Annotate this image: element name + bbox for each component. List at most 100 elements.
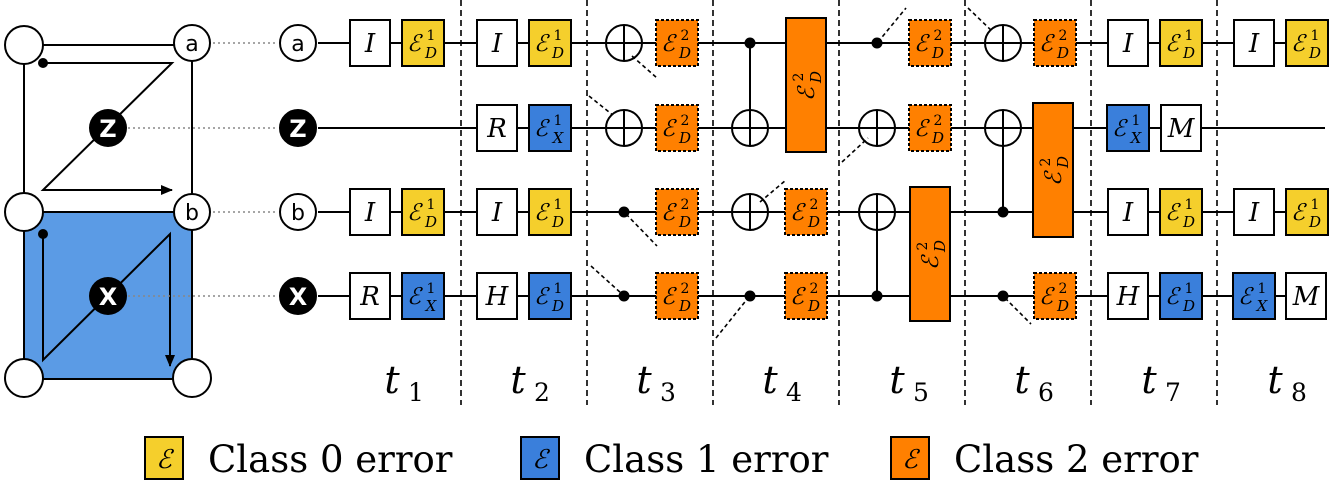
error-superscript: 1: [554, 28, 563, 44]
timestep-t: t: [636, 358, 652, 402]
error-subscript: D: [807, 297, 820, 315]
gate-m-box: [1285, 272, 1327, 320]
timestep-t: t: [762, 358, 778, 402]
error-superscript: 1: [1311, 28, 1320, 44]
error-symbol: ℰ: [914, 116, 930, 142]
error-subscript: D: [1056, 44, 1069, 62]
data-qubit: [172, 358, 212, 398]
error-class0-box: [528, 188, 572, 236]
wire-label-node-Z: [279, 109, 317, 147]
timestep-t: t: [889, 358, 905, 402]
gate-h-box: [476, 272, 518, 320]
timestep-t: t: [510, 358, 526, 402]
error-superscript: 1: [427, 197, 436, 213]
gate-i-box: [1107, 19, 1149, 67]
wire-label-b: b: [291, 201, 305, 226]
error-subscript: D: [1182, 44, 1195, 62]
error-class0-box: [401, 19, 445, 67]
error-class1-box: [1106, 104, 1150, 152]
error-superscript: 2: [681, 197, 690, 213]
error-symbol: ℰ: [1165, 200, 1181, 226]
error-symbol: ℰ: [407, 284, 423, 310]
error-symbol: ℰ: [794, 85, 820, 101]
error-class2-box: [908, 19, 952, 67]
gate-i-label: I: [1248, 29, 1260, 59]
error-subscript: D: [1308, 213, 1321, 231]
error-subscript: D: [807, 213, 820, 231]
error-subscript: D: [931, 44, 944, 62]
error-subscript: D: [678, 213, 691, 231]
timestep-subscript: 5: [913, 378, 929, 407]
error-class0-box: [1285, 19, 1329, 67]
error-class2-box: [1033, 19, 1077, 67]
error-subscript: D: [678, 129, 691, 147]
error-class2-box: [1033, 272, 1077, 320]
timestep-t: t: [1267, 358, 1283, 402]
error-class1-box: [1232, 272, 1276, 320]
error-class0-box: [401, 188, 445, 236]
error-superscript: 1: [554, 113, 563, 129]
error-superscript: 1: [554, 281, 563, 297]
error-class0-box: [528, 19, 572, 67]
error-subscript: D: [424, 44, 437, 62]
error-superscript: 2: [934, 28, 943, 44]
timestep-subscript: 1: [408, 378, 424, 407]
error-superscript: 2: [810, 281, 819, 297]
gate-i-label: I: [1248, 198, 1260, 228]
error-symbol: ℰ: [1165, 284, 1181, 310]
error-symbol: ℰ: [914, 31, 930, 57]
error-symbol: ℰ: [534, 284, 550, 310]
error-symbol: ℰ: [1291, 200, 1307, 226]
error-class2-two-qubit-box: [785, 17, 827, 153]
error-class0-box: [1285, 188, 1329, 236]
gate-i-box: [476, 188, 518, 236]
gate-i-label: I: [1122, 198, 1134, 228]
error-subscript: D: [1182, 213, 1195, 231]
error-superscript: 1: [1311, 197, 1320, 213]
gate-h-box: [1107, 272, 1149, 320]
error-superscript: 2: [1038, 158, 1054, 167]
error-subscript: D: [1308, 44, 1321, 62]
error-subscript: D: [551, 213, 564, 231]
error-subscript: X: [1256, 297, 1269, 315]
wire-label-X: X: [289, 283, 308, 311]
error-class0-box: [1159, 188, 1203, 236]
error-propagation-line: [715, 297, 749, 339]
error-propagation-line: [759, 179, 787, 203]
error-subscript: D: [807, 71, 825, 84]
timestep-subscript: 3: [660, 378, 676, 407]
data-qubit: [4, 358, 44, 398]
error-superscript: 2: [681, 281, 690, 297]
error-propagation-line: [841, 137, 869, 163]
error-superscript: 1: [427, 281, 436, 297]
gate-i-label: I: [364, 198, 376, 228]
ancilla-z-node: [89, 109, 127, 147]
timestep-subscript: 4: [786, 378, 802, 407]
timestep-subscript: 7: [1165, 378, 1181, 407]
gate-i-box: [349, 188, 391, 236]
error-class0-box: [1159, 19, 1203, 67]
gate-i-label: I: [1122, 29, 1134, 59]
error-class2-box: [655, 188, 699, 236]
gate-i-box: [1233, 188, 1275, 236]
gate-m-box: [1160, 104, 1202, 152]
